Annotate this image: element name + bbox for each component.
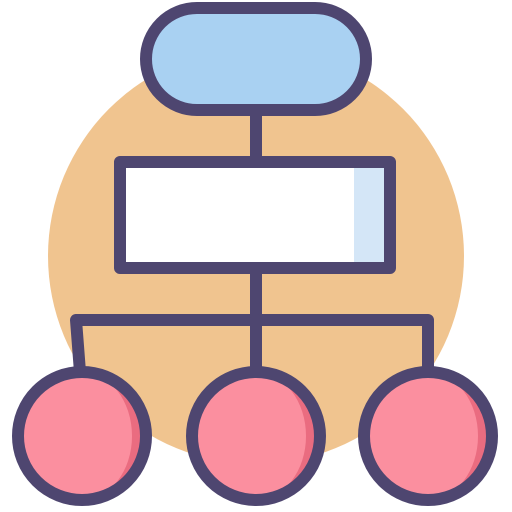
bottom-node-left-shade (82, 372, 146, 500)
bottom-node-left (12, 366, 152, 506)
bottom-node-right-shade (428, 372, 492, 500)
bottom-node-center (186, 366, 326, 506)
bottom-node-center-shade (256, 372, 320, 500)
bottom-node-right (358, 366, 498, 506)
top-pill-node (140, 2, 372, 116)
middle-box-node (114, 156, 396, 274)
connector-lines (70, 104, 434, 378)
